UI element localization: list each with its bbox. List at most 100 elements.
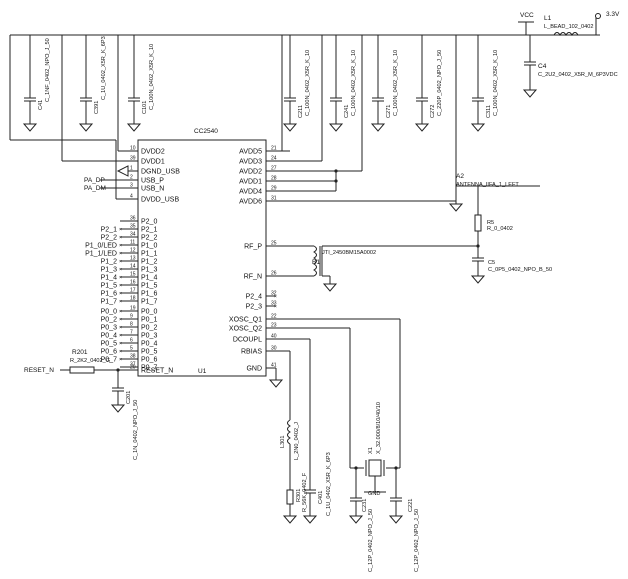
pin-number: 11 bbox=[130, 240, 135, 246]
chip-pin-p1_6: P1_6 bbox=[141, 291, 157, 298]
l301-ref: L301 bbox=[280, 436, 286, 448]
vcc-symbol: VCC bbox=[518, 12, 534, 35]
chip-pin-p1_2: P1_2 bbox=[141, 259, 157, 266]
io-net-label: P1_0/LED bbox=[85, 243, 117, 250]
vcc-label: VCC bbox=[520, 12, 534, 19]
reset-circuit: RESET_N R201 R_2K2_0402_G C201 C_1N_0402… bbox=[24, 349, 139, 460]
antenna-ref: A2 bbox=[456, 173, 464, 180]
cap-c271: C271 C_100N_0402_X5R_K_10 bbox=[370, 35, 399, 132]
io-terminal-mark: × bbox=[119, 235, 122, 241]
pin-number: 32 bbox=[271, 291, 277, 297]
c391-value: C_1U_0402_X5R_K_6P3 bbox=[101, 36, 107, 100]
r301-value: R_56K_0402_F bbox=[302, 472, 308, 512]
avdd-bus bbox=[266, 35, 457, 202]
io-terminal-mark: × bbox=[119, 341, 122, 347]
pin-number: 19 bbox=[130, 306, 136, 312]
usb-connections: PA_DP PA_DM bbox=[84, 165, 138, 192]
io-net-label: P0_6 bbox=[101, 349, 117, 356]
chip-pin-p2_0: P2_0 bbox=[141, 219, 157, 226]
chip-pin-p1_3: P1_3 bbox=[141, 267, 157, 274]
c101-value: C_100N_0402_X5R_K_10 bbox=[149, 44, 155, 110]
r5-value: R_0_0402 bbox=[487, 226, 513, 232]
chip-pin-p1_5: P1_5 bbox=[141, 283, 157, 290]
c271-ref: C271 bbox=[386, 105, 392, 118]
chip-pin-rbias: RBIAS bbox=[241, 349, 262, 356]
pin-number: 4 bbox=[130, 194, 133, 200]
io-net-label: P1_5 bbox=[101, 283, 117, 290]
rf-section: JTI_2450BM15A0002 B1 A2 ANTENNA_IIFA_1_L… bbox=[266, 173, 552, 292]
io-net-label: P1_4 bbox=[101, 275, 117, 282]
chip-pin-p0_2: P0_2 bbox=[141, 325, 157, 332]
pin-number: 8 bbox=[130, 322, 133, 328]
pa-dm-label: PA_DM bbox=[84, 185, 106, 192]
pin-number: 5 bbox=[130, 346, 133, 352]
cap-c41: C41 C_1NF_0402_NPO_J_50 bbox=[22, 35, 51, 132]
pin-number: 29 bbox=[271, 186, 277, 192]
l1-value: L_BEAD_102_0402 bbox=[544, 24, 593, 30]
chip-pin-p1_7: P1_7 bbox=[141, 299, 157, 306]
chip-pin-dvdd_usb: DVDD_USB bbox=[141, 197, 179, 204]
pin-number: 22 bbox=[271, 314, 277, 320]
io-net-label: P0_0 bbox=[101, 309, 117, 316]
io-terminal-mark: × bbox=[119, 317, 122, 323]
chip-pin-usb_p: USB_P bbox=[141, 178, 164, 185]
pin-number: 36 bbox=[130, 216, 136, 222]
chip-ref: U1 bbox=[198, 368, 207, 375]
pin-number: 10 bbox=[130, 146, 136, 152]
pin-number: 7 bbox=[130, 330, 133, 336]
c272-value: C_220P_0402_NPO_J_50 bbox=[437, 50, 443, 116]
io-net-label: P1_1/LED bbox=[85, 251, 117, 258]
c101-ref: C101 bbox=[142, 101, 148, 114]
chip-pin-avdd6: AVDD6 bbox=[239, 199, 262, 206]
io-terminal-mark: × bbox=[119, 349, 122, 355]
pin-number: 26 bbox=[271, 271, 277, 277]
chip-pin-dvdd2: DVDD2 bbox=[141, 149, 165, 156]
chip-pin-xosc_q2: XOSC_Q2 bbox=[229, 326, 262, 333]
pin-number: 31 bbox=[271, 196, 277, 202]
io-terminal-mark: × bbox=[119, 333, 122, 339]
c241-value: C_100N_0402_X5R_K_10 bbox=[351, 50, 357, 116]
pin-number: 40 bbox=[271, 334, 277, 340]
r301-ref: R301 bbox=[296, 489, 302, 502]
inductor-l1: L1 L_BEAD_102_0402 3.3V bbox=[540, 11, 620, 36]
pin-number: 33 bbox=[271, 301, 277, 307]
chip-pin-p2_2: P2_2 bbox=[141, 235, 157, 242]
chip-pin-p0_4: P0_4 bbox=[141, 341, 157, 348]
io-terminal-mark: × bbox=[119, 283, 122, 289]
pin-number: 41 bbox=[271, 363, 277, 369]
pin-number: 35 bbox=[130, 224, 136, 230]
cap-c101: C101 C_100N_0402_X5R_K_10 bbox=[126, 35, 155, 132]
c231-value: C_12P_0402_NPO_J_50 bbox=[368, 509, 374, 572]
chip-pin-xosc_q1: XOSC_Q1 bbox=[229, 317, 262, 324]
pin-number: 13 bbox=[130, 256, 136, 262]
pin-number: 25 bbox=[271, 241, 277, 247]
io-net-label: P0_7 bbox=[101, 357, 117, 364]
c221-ref: C221 bbox=[408, 499, 414, 512]
c401-value: C_1U_0402_X5R_K_6P3 bbox=[326, 452, 332, 516]
x1-ref: X1 bbox=[368, 447, 374, 454]
v33-label: 3.3V bbox=[606, 11, 620, 18]
antenna-value: ANTENNA_IIFA_1_LEFT bbox=[456, 182, 519, 188]
chip-pin-dvdd1: DVDD1 bbox=[141, 159, 165, 166]
pin-number: 30 bbox=[271, 346, 277, 352]
gnd-label: GND bbox=[368, 491, 380, 497]
c311-ref: C311 bbox=[486, 105, 492, 118]
chip-pin-gnd: GND bbox=[246, 366, 262, 373]
chip-pin-avdd4: AVDD4 bbox=[239, 189, 262, 196]
r5-ref: R5 bbox=[487, 220, 494, 226]
io-terminal-mark: × bbox=[119, 267, 122, 273]
chip-pin-dcoupl: DCOUPL bbox=[233, 337, 262, 344]
no-connect-mark: × bbox=[274, 294, 277, 300]
pin-number: 6 bbox=[130, 338, 133, 344]
chip-pin-p0_6: P0_6 bbox=[141, 357, 157, 364]
pin-number: 1 bbox=[130, 166, 133, 172]
pin-number: 37 bbox=[130, 362, 136, 368]
io-terminal-mark: × bbox=[119, 325, 122, 331]
io-terminal-mark: × bbox=[119, 309, 122, 315]
c201-ref: C201 bbox=[126, 391, 132, 404]
io-net-label: P1_2 bbox=[101, 259, 117, 266]
io-net-label: P0_3 bbox=[101, 325, 117, 332]
pin-number: 15 bbox=[130, 272, 136, 278]
